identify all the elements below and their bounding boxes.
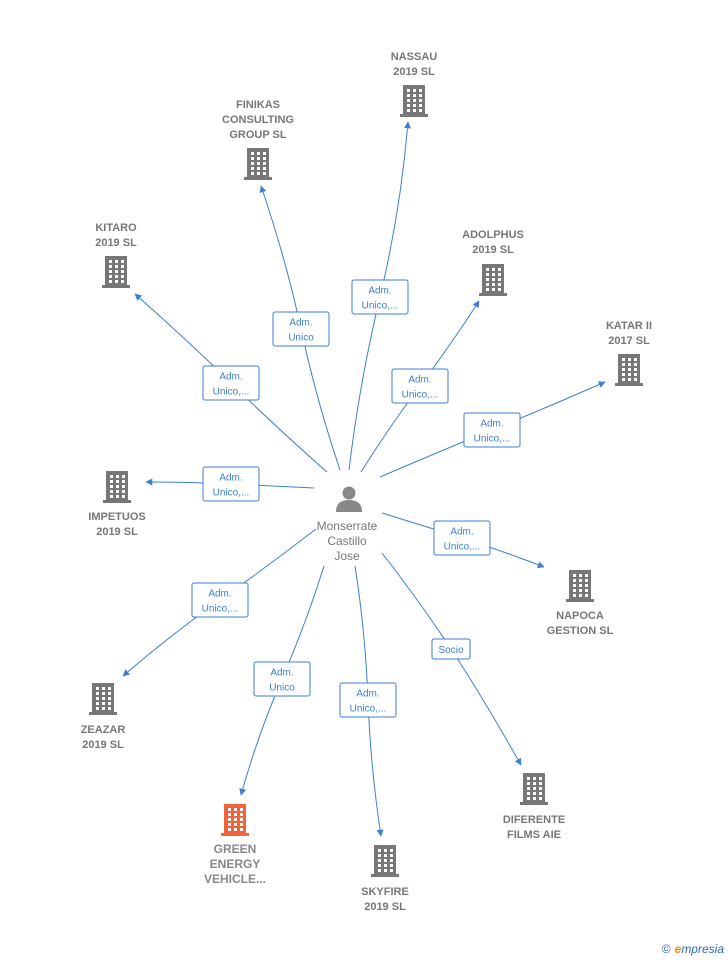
brand-name: mpresia — [681, 942, 724, 956]
company-name-line: 2019 SL — [393, 66, 435, 78]
company-name-line: 2017 SL — [608, 335, 650, 347]
company-node-skyfire[interactable]: SKYFIRE 2019 SL — [361, 845, 409, 913]
relation-text: Adm. — [450, 527, 473, 538]
company-node-nassau[interactable]: NASSAU 2019 SL — [391, 51, 438, 117]
company-name-line: CONSULTING — [222, 114, 294, 126]
relation-label-skyfire[interactable]: Adm. Unico,... — [339, 682, 397, 718]
company-name-line: ZEAZAR — [81, 724, 126, 736]
company-name-line: NAPOCA — [556, 610, 604, 622]
building-icon[interactable] — [615, 354, 643, 386]
relation-text: Unico,... — [213, 387, 250, 398]
company-name-line: 2019 SL — [96, 526, 138, 538]
company-name-line: DIFERENTE — [503, 814, 565, 826]
building-icon[interactable] — [89, 683, 117, 715]
company-node-napoca[interactable]: NAPOCA GESTION SL — [547, 570, 614, 637]
company-name-line: VEHICLE... — [204, 872, 266, 886]
company-name-line: ADOLPHUS — [462, 229, 524, 241]
relation-text: Unico,... — [362, 301, 399, 312]
relation-text: Unico — [288, 333, 314, 344]
relation-text: Unico,... — [350, 704, 387, 715]
building-icon[interactable] — [244, 148, 272, 180]
relation-text: Unico,... — [402, 390, 439, 401]
building-icon[interactable] — [103, 471, 131, 503]
relation-label-green[interactable]: Adm. Unico — [253, 661, 311, 697]
company-name-line: GESTION SL — [547, 625, 614, 637]
relation-text: Adm. — [368, 286, 391, 297]
relation-text: Unico,... — [213, 488, 250, 499]
relation-label-adolphus[interactable]: Adm. Unico,... — [391, 368, 449, 404]
relation-text: Unico,... — [444, 542, 481, 553]
relation-text: Adm. — [219, 473, 242, 484]
brand-footer: ©empresia — [662, 942, 724, 956]
relation-text: Adm. — [208, 589, 231, 600]
company-name-line: ENERGY — [210, 857, 261, 871]
brand-initial: e — [674, 942, 682, 956]
company-name-line: IMPETUOS — [88, 511, 145, 523]
relation-text: Unico,... — [202, 604, 239, 615]
building-icon[interactable] — [520, 773, 548, 805]
building-icon[interactable] — [479, 264, 507, 296]
company-name-line: 2019 SL — [364, 901, 406, 913]
relation-label-impetuos[interactable]: Adm. Unico,... — [202, 466, 260, 502]
copyright-symbol: © — [661, 942, 671, 956]
relation-text: Adm. — [219, 372, 242, 383]
relation-label-katar[interactable]: Adm. Unico,... — [463, 412, 521, 448]
company-node-green[interactable]: GREENENERGYVEHICLE... — [204, 804, 266, 886]
relation-label-nassau[interactable]: Adm. Unico,... — [351, 279, 409, 315]
company-name-line: KATAR II — [606, 320, 652, 332]
company-name-line: SKYFIRE — [361, 886, 409, 898]
relation-label-napoca[interactable]: Adm. Unico,... — [433, 520, 491, 556]
relation-text: Adm. — [270, 668, 293, 679]
company-node-zeazar[interactable]: ZEAZAR 2019 SL — [81, 683, 126, 751]
person-name-line: Monserrate — [317, 519, 378, 533]
company-name-line: NASSAU — [391, 51, 438, 63]
edges-layer: Adm.Unico,...Adm.UnicoAdm.Unico,...Adm.U… — [122, 121, 606, 837]
person-name-line: Jose — [334, 549, 360, 563]
relation-text: Adm. — [408, 375, 431, 386]
building-icon[interactable] — [371, 845, 399, 877]
nodes-layer: NASSAU 2019 SL FINIKAS CONSULTING GROUP SL KI… — [81, 51, 652, 913]
building-icon[interactable] — [400, 85, 428, 117]
relation-label-kitaro[interactable]: Adm. Unico,... — [202, 365, 260, 401]
building-icon[interactable] — [221, 804, 249, 836]
building-icon[interactable] — [566, 570, 594, 602]
person-icon — [336, 486, 362, 512]
company-node-finikas[interactable]: FINIKAS CONSULTING GROUP SL — [222, 99, 294, 180]
relation-text: Adm. — [480, 419, 503, 430]
company-node-adolphus[interactable]: ADOLPHUS 2019 SL — [462, 229, 524, 296]
relation-label-diferente[interactable]: Socio — [431, 638, 471, 660]
company-name-line: FILMS AIE — [507, 829, 561, 841]
relation-label-zeazar[interactable]: Adm. Unico,... — [191, 582, 249, 618]
relation-label-finikas[interactable]: Adm. Unico — [272, 311, 330, 347]
relation-text: Unico,... — [474, 434, 511, 445]
company-name-line: 2019 SL — [82, 739, 124, 751]
relation-text: Socio — [438, 645, 463, 656]
company-name-line: GREEN — [214, 842, 257, 856]
relation-text: Adm. — [289, 318, 312, 329]
relation-text: Adm. — [356, 689, 379, 700]
company-node-impetuos[interactable]: IMPETUOS 2019 SL — [88, 471, 146, 538]
company-name-line: FINIKAS — [236, 99, 280, 111]
company-node-katar[interactable]: KATAR II 2017 SL — [606, 320, 652, 386]
company-name-line: KITARO — [95, 222, 137, 234]
building-icon[interactable] — [102, 256, 130, 288]
company-name-line: GROUP SL — [229, 129, 287, 141]
relation-text: Unico — [269, 683, 295, 694]
company-name-line: 2019 SL — [472, 244, 514, 256]
company-node-kitaro[interactable]: KITARO 2019 SL — [95, 222, 137, 288]
company-name-line: 2019 SL — [95, 237, 137, 249]
company-node-diferente[interactable]: DIFERENTE FILMS AIE — [503, 773, 565, 841]
person-name-line: Castillo — [327, 534, 367, 548]
